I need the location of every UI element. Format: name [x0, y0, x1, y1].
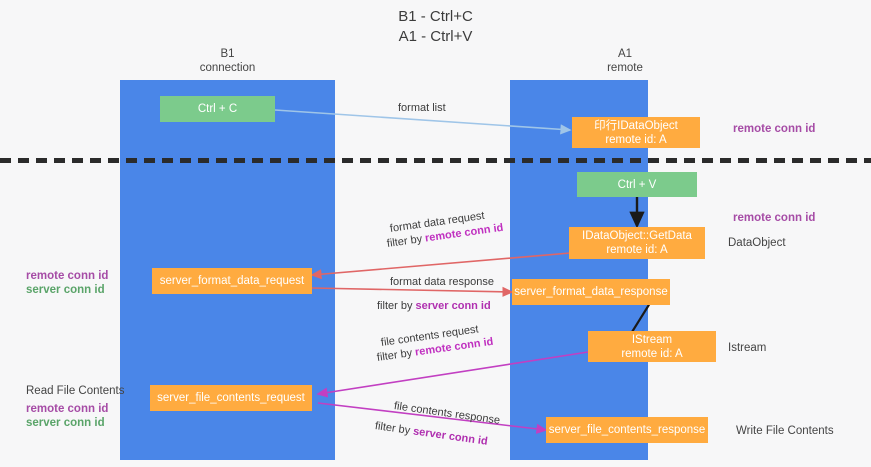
annotation-right-remote-conn-id-top: remote conn id: [733, 123, 816, 135]
edge-label-fdres-text: format data response: [390, 276, 494, 288]
annotation-left-remote-conn-id-2: remote conn id: [26, 403, 109, 415]
edge-label-format-data-response: format data response: [390, 275, 494, 289]
node-getdata-line2: remote id: A: [606, 244, 668, 256]
node-fmt-response-label: server_format_data_response: [514, 286, 668, 298]
node-file-response-label: server_file_contents_response: [548, 424, 706, 436]
edge-label-format-list: format list: [398, 101, 446, 115]
node-server-file-contents-response[interactable]: server_file_contents_response: [546, 417, 708, 443]
annotation-right-istream: Istream: [728, 342, 767, 354]
node-fmt-request-label: server_format_data_request: [159, 275, 305, 287]
node-idataobject-line1: 印行IDataObject: [594, 119, 678, 132]
section-divider: [0, 158, 871, 163]
lane-header-b1-title: B1: [220, 48, 235, 60]
node-idataobject[interactable]: 印行IDataObject remote id: A: [572, 117, 700, 148]
lane-header-a1-subtitle: remote: [607, 62, 643, 74]
edge-label-format-data-response-filter: filter by server conn id: [377, 299, 491, 313]
node-idataobject-getdata[interactable]: IDataObject::GetData remote id: A: [569, 227, 705, 259]
node-istream-line2: remote id: A: [621, 347, 683, 360]
edge-filter-key-server-conn-id-2: server conn id: [412, 425, 489, 448]
node-ctrl-v[interactable]: Ctrl + V: [577, 172, 697, 197]
edge-filter-prefix-4: filter by: [374, 420, 414, 438]
edge-filter-prefix-1: filter by: [386, 232, 426, 250]
node-istream-line1: IStream: [631, 333, 673, 346]
node-server-file-contents-request[interactable]: server_file_contents_request: [150, 385, 312, 411]
lane-header-b1-subtitle: connection: [199, 62, 256, 74]
annotation-right-dataobject: DataObject: [728, 237, 786, 249]
edge-filter-prefix-2: filter by: [377, 300, 416, 312]
node-server-format-data-request[interactable]: server_format_data_request: [152, 268, 312, 294]
title-line-1: B1 - Ctrl+C: [398, 8, 473, 25]
lane-header-a1: A1 remote: [510, 47, 740, 75]
node-getdata-line1: IDataObject::GetData: [582, 230, 692, 242]
node-ctrl-c[interactable]: Ctrl + C: [160, 96, 275, 122]
lane-header-b1: B1 connection: [120, 47, 335, 75]
annotation-left-server-conn-id-2: server conn id: [26, 417, 105, 429]
node-server-format-data-response[interactable]: server_format_data_response: [512, 279, 670, 305]
node-ctrl-c-label: Ctrl + C: [197, 103, 238, 115]
page-title: B1 - Ctrl+C A1 - Ctrl+V: [0, 7, 871, 47]
edge-filter-prefix-3: filter by: [376, 346, 416, 364]
title-line-2: A1 - Ctrl+V: [398, 28, 473, 45]
annotation-left-read-file-contents: Read File Contents: [26, 385, 125, 397]
annotation-left-server-conn-id-1: server conn id: [26, 284, 105, 296]
annotation-right-write-file-contents: Write File Contents: [736, 425, 834, 437]
edge-filter-key-server-conn-id-1: server conn id: [415, 300, 491, 312]
edge-label-format-list-text: format list: [398, 102, 446, 114]
lane-header-a1-title: A1: [617, 48, 633, 60]
node-idataobject-line2: remote id: A: [605, 133, 667, 146]
annotation-left-remote-conn-id-1: remote conn id: [26, 270, 109, 282]
node-istream[interactable]: IStream remote id: A: [588, 331, 716, 362]
annotation-right-remote-conn-id-mid: remote conn id: [733, 212, 816, 224]
node-ctrl-v-label: Ctrl + V: [617, 178, 657, 191]
node-file-request-label: server_file_contents_request: [157, 392, 305, 404]
